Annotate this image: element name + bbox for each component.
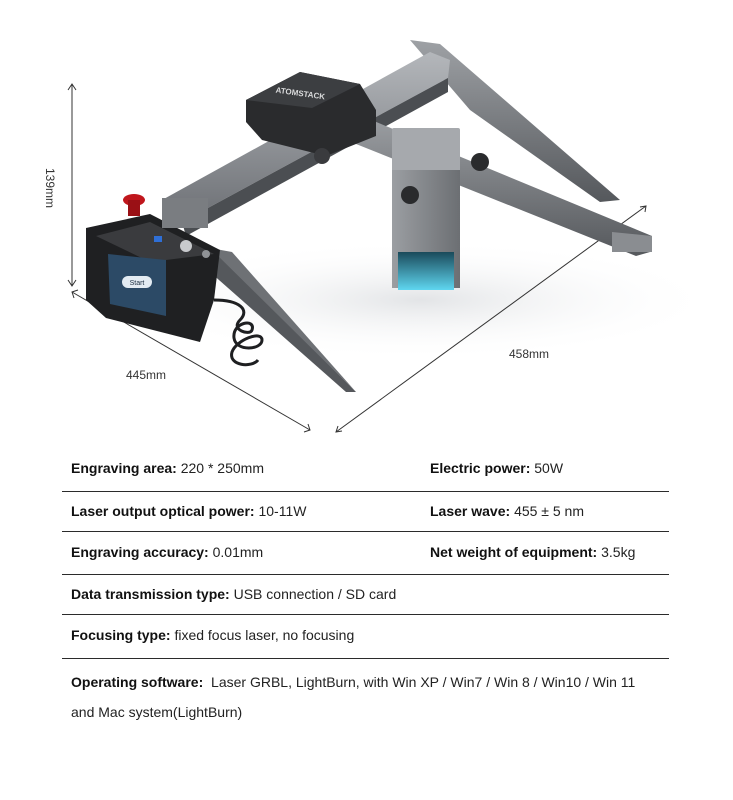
ground-shadow [120, 240, 720, 360]
front-support-plate [185, 248, 356, 392]
power-button [180, 240, 192, 252]
accuracy-value: 0.01mm [212, 544, 264, 560]
port-connector [202, 250, 210, 258]
laser-output-value: 10-11W [258, 503, 307, 519]
engraving-area-value: 220 * 250mm [180, 460, 264, 476]
software-value: Laser GRBL, LightBurn, with Win XP / Win… [211, 674, 636, 690]
focusing-spec: Focusing type: fixed focus laser, no foc… [71, 625, 669, 645]
arm-knob [471, 153, 489, 171]
electric-power-value: 50W [534, 460, 564, 476]
electric-power-label: Electric power: [430, 460, 531, 476]
rail-bracket [162, 198, 208, 228]
focusing-value: fixed focus laser, no focusing [174, 627, 355, 643]
electric-power-spec: Electric power: 50W [430, 458, 563, 478]
focusing-label: Focusing type: [71, 627, 171, 643]
laser-output-label: Laser output optical power: [71, 503, 255, 519]
net-weight-value: 3.5kg [601, 544, 636, 560]
net-weight-label: Net weight of equipment: [430, 544, 598, 560]
spec-row-3: Engraving accuracy: 0.01mm Net weight of… [62, 532, 669, 575]
front-support-plate-edge [210, 248, 356, 392]
spec-row-4: Data transmission type: USB connection /… [62, 575, 669, 615]
data-transmission-label: Data transmission type: [71, 586, 230, 602]
spec-row-6: Operating software: Laser GRBL, LightBur… [62, 659, 669, 739]
coiled-cable [213, 298, 264, 367]
focus-knob [401, 186, 419, 204]
emergency-stop-stem [128, 200, 140, 216]
laser-wave-value: 455 ± 5 nm [514, 503, 585, 519]
data-transmission-value: USB connection / SD card [233, 586, 397, 602]
engraving-area-spec: Engraving area: 220 * 250mm [71, 458, 264, 478]
laser-output-spec: Laser output optical power: 10-11W [71, 501, 306, 521]
spec-row-5: Focusing type: fixed focus laser, no foc… [62, 615, 669, 659]
spec-row-2: Laser output optical power: 10-11W Laser… [62, 492, 669, 532]
rear-support-plate [410, 40, 620, 202]
spec-row-1: Engraving area: 220 * 250mm Electric pow… [62, 449, 669, 492]
x-arm-endcap [612, 232, 652, 252]
laser-engraver-illustration: 139mm ATOMSTACK [43, 40, 720, 433]
product-figure: 139mm ATOMSTACK [43, 40, 720, 433]
carriage-wheel [314, 148, 330, 164]
start-button [122, 276, 152, 288]
software-spec: Operating software: Laser GRBL, LightBur… [71, 667, 669, 727]
laser-wave-spec: Laser wave: 455 ± 5 nm [430, 501, 584, 521]
specifications-table: Engraving area: 220 * 250mm Electric pow… [62, 449, 669, 739]
height-dimension-line [67, 83, 77, 287]
width-label: 445mm [126, 368, 167, 382]
accuracy-spec: Engraving accuracy: 0.01mm [71, 542, 263, 562]
laser-module-top [392, 128, 460, 172]
laser-module-lens [398, 252, 454, 290]
engraving-area-label: Engraving area: [71, 460, 177, 476]
software-label: Operating software: [71, 674, 204, 690]
x-axis-arm [336, 112, 652, 256]
net-weight-spec: Net weight of equipment: 3.5kg [430, 542, 635, 562]
height-label: 139mm [43, 168, 57, 208]
accuracy-label: Engraving accuracy: [71, 544, 209, 560]
laser-wave-label: Laser wave: [430, 503, 511, 519]
software-value-line2: and Mac system(LightBurn) [71, 704, 243, 720]
gantry-carriage-top [246, 72, 360, 108]
depth-label: 458mm [509, 347, 550, 361]
data-transmission-spec: Data transmission type: USB connection /… [71, 584, 669, 604]
depth-dimension-line [335, 205, 647, 433]
start-button-label: Start [130, 280, 145, 287]
usb-port [154, 236, 162, 242]
